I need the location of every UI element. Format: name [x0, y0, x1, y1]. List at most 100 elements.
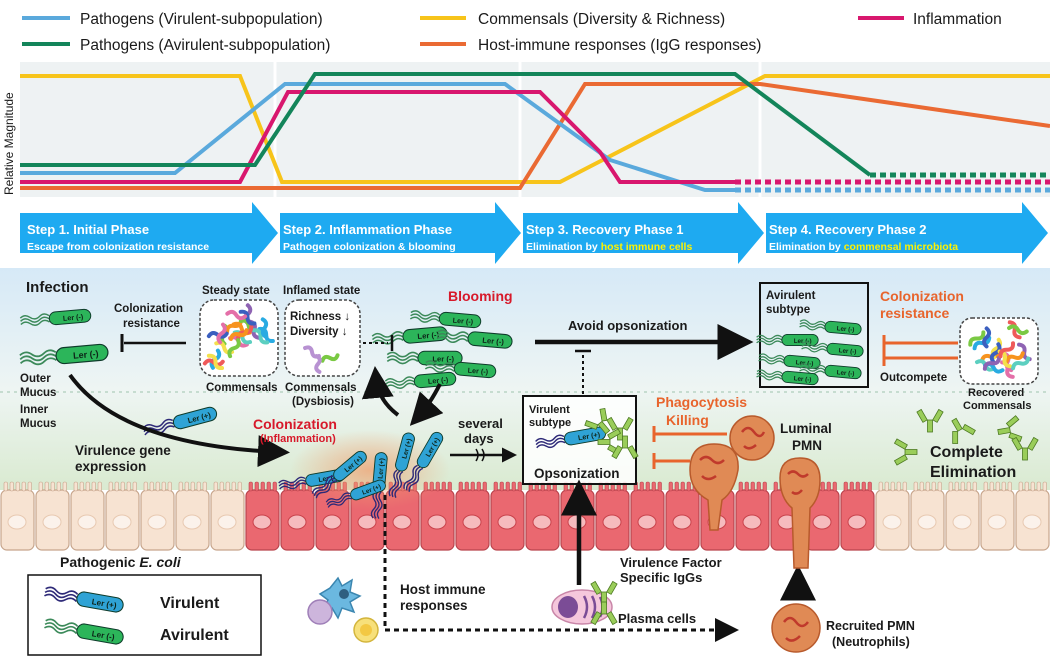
avirulent-bacterium: Ler (-) — [799, 363, 862, 380]
svg-text:Ler (+): Ler (+) — [377, 458, 386, 479]
inflammation-line — [20, 90, 735, 184]
legend-inflammation: Inflammation — [913, 11, 1002, 28]
label-colonization-resistance-red-2: resistance — [880, 305, 949, 321]
svg-text:Ler (-): Ler (-) — [482, 336, 505, 347]
y-axis-label: Relative Magnitude — [2, 92, 16, 195]
step-4-subtitle: Elimination by commensal microbiota — [769, 241, 958, 253]
svg-text:Ler (-): Ler (-) — [427, 375, 449, 386]
inflamed-state-box — [284, 299, 361, 377]
svg-text:Ler (-): Ler (-) — [836, 325, 854, 334]
legend-commensals: Commensals (Diversity & Richness) — [478, 11, 725, 28]
commensals-recovered — [968, 320, 1032, 379]
svg-text:Ler (-): Ler (-) — [794, 338, 812, 345]
step-arrow-1 — [20, 202, 278, 264]
legend-virulent: Pathogens (Virulent-subpopulation) — [80, 11, 323, 28]
commensals-line — [20, 74, 1050, 184]
label-recovered-commensals-2: Commensals — [963, 400, 1031, 412]
igg-icon — [916, 408, 944, 433]
label-infection: Infection — [26, 279, 89, 296]
legend: Pathogens (Virulent-subpopulation) Patho… — [22, 11, 1002, 54]
avirulent-bacterium: Ler (-) — [756, 369, 819, 386]
step-arrow-3 — [523, 202, 764, 264]
label-avirulent-subtype-2: subtype — [766, 304, 810, 316]
svg-text:Ler (-): Ler (-) — [838, 347, 856, 356]
step-2-title: Step 2. Inflammation Phase — [283, 222, 452, 237]
step-3-subtitle: Elimination by host immune cells — [526, 241, 692, 253]
magnitude-chart: Relative Magnitude — [2, 62, 1050, 197]
transmigrating-pmn-2 — [779, 457, 821, 569]
label-killing: Killing — [666, 412, 709, 428]
label-complete: Complete — [930, 444, 1003, 461]
label-inner-mucus-1: Inner — [20, 404, 49, 416]
igg-icon — [590, 601, 618, 626]
step-arrow-2 — [280, 202, 521, 264]
label-opsonization: Opsonization — [534, 466, 620, 481]
svg-text:Ler (+): Ler (+) — [91, 597, 117, 610]
label-diversity: Diversity ↓ — [290, 326, 348, 338]
immune-cells — [307, 415, 821, 653]
svg-text:Ler (-): Ler (-) — [73, 349, 99, 361]
label-recovered-commensals-1: Recovered — [968, 387, 1024, 399]
svg-text:Ler (-): Ler (-) — [836, 369, 854, 378]
label-commensals-dysbiosis-2: (Dysbiosis) — [292, 396, 354, 408]
virulent-line — [20, 82, 735, 192]
svg-text:Ler (-): Ler (-) — [91, 629, 115, 642]
commensals-steady — [202, 303, 275, 371]
avirulent-bacterium: Ler (-) — [409, 310, 482, 329]
igg-icon — [606, 416, 634, 441]
igg-icon — [1011, 436, 1039, 461]
label-recruited-pmn-2: (Neutrophils) — [832, 635, 910, 649]
recruitment-arrow — [383, 495, 739, 642]
avirulent-bacterium: Ler (-) — [801, 341, 864, 358]
label-avirulent-subtype-1: Avirulent — [766, 290, 816, 302]
step-4-title: Step 4. Recovery Phase 2 — [769, 222, 927, 237]
arrows — [68, 324, 958, 642]
label-virulent-subtype-1: Virulent — [529, 404, 570, 416]
virulent-bacterium: Ler (+) — [388, 432, 415, 498]
step-1-subtitle: Escape from colonization resistance — [27, 241, 209, 253]
label-colonization: Colonization — [253, 416, 337, 432]
label-outcompete: Outcompete — [880, 372, 947, 384]
igg-icon — [997, 415, 1023, 443]
label-colonization-resistance-2: resistance — [123, 318, 180, 330]
virulent-bacterium: Ler (+) — [325, 479, 386, 508]
label-inflamed-state: Inflamed state — [283, 285, 360, 297]
legend-immune: Host-immune responses (IgG responses) — [478, 37, 761, 54]
virulent-bacterium: Ler (+) — [44, 586, 124, 613]
label-luminal-pmn-2: PMN — [792, 438, 822, 453]
label-outer-mucus-2: Mucus — [20, 387, 56, 399]
svg-text:Ler (-): Ler (-) — [793, 375, 811, 384]
igg-icon — [893, 438, 918, 466]
label-pathogenic-ecoli: Pathogenic E. coli — [60, 554, 182, 570]
igg-icon — [590, 580, 618, 605]
label-plasma-cells: Plasma cells — [618, 611, 696, 626]
svg-text:Ler (-): Ler (-) — [62, 312, 84, 323]
svg-text:Ler (+): Ler (+) — [577, 430, 601, 443]
label-commensals: Commensals — [206, 382, 278, 394]
label-phagocytosis: Phagocytosis — [656, 394, 747, 410]
svg-text:Ler (-): Ler (-) — [467, 366, 489, 377]
avirulent-bacterium: Ler (-) — [19, 343, 109, 366]
label-avoid-opsonization: Avoid opsonization — [568, 318, 687, 333]
label-elimination: Elimination — [930, 464, 1016, 481]
key-box — [27, 574, 262, 656]
label-several-days-1: several — [458, 416, 503, 431]
label-virulence-gene-2: expression — [75, 459, 146, 474]
key-avirulent: Avirulent — [160, 627, 229, 644]
label-vf-igg-1: Virulence Factor — [620, 555, 722, 570]
immune-cell-purple — [307, 599, 333, 625]
label-luminal-pmn-1: Luminal — [780, 421, 832, 436]
step-arrows: Step 1. Initial Phase Escape from coloni… — [20, 202, 1048, 264]
label-host-immune-2: responses — [400, 598, 468, 613]
legend-avirulent: Pathogens (Avirulent-subpopulation) — [80, 37, 330, 54]
label-colonization-resistance-red-1: Colonization — [880, 288, 964, 304]
label-several-days-2: days — [464, 431, 494, 446]
label-steady-state: Steady state — [202, 285, 270, 297]
avirulent-bacterium: Ler (-) — [436, 329, 513, 349]
label-richness: Richness ↓ — [290, 311, 350, 323]
label-inner-mucus-2: Mucus — [20, 418, 56, 430]
avirulent-bacterium: Ler (-) — [799, 319, 862, 336]
key-virulent: Virulent — [160, 595, 220, 612]
